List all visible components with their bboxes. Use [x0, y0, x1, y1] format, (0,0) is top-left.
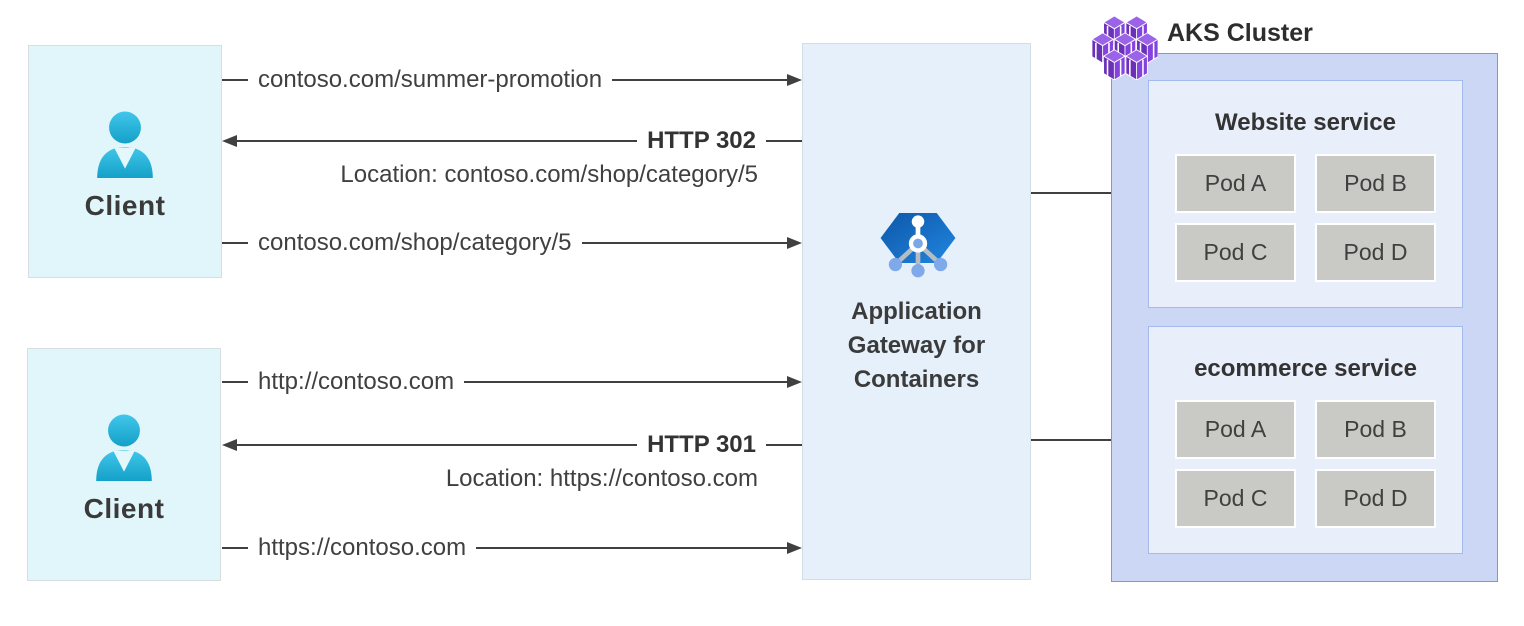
response-location-label: Location: https://contoso.com — [445, 465, 758, 492]
pod-grid: Pod A Pod B Pod C Pod D — [1149, 400, 1462, 528]
gateway-label-line: Gateway for — [847, 332, 986, 359]
response-status-label: HTTP 301 — [647, 431, 756, 458]
client-label: Client — [84, 190, 166, 221]
client-box-1: Client — [28, 45, 222, 278]
aks-cluster-icon — [1091, 15, 1159, 81]
pod: Pod D — [1315, 223, 1436, 282]
gateway-label-line: Containers — [853, 366, 980, 393]
pod: Pod B — [1315, 400, 1436, 459]
person-icon — [97, 111, 153, 178]
response-arrow-http-302: HTTP 302 — [222, 123, 802, 159]
arrow-shaft — [1031, 438, 1133, 442]
arrowhead-right-icon — [787, 74, 802, 86]
request-arrow-summer-promotion: contoso.com/summer-promotion — [222, 62, 802, 98]
client-box-2: Client — [27, 348, 221, 581]
gateway-label: Application Gateway for Containers — [803, 295, 1030, 397]
arrowhead-right-icon — [787, 237, 802, 249]
request-url-label: http://contoso.com — [258, 368, 455, 395]
line-stub — [222, 380, 248, 384]
website-service-box: Website service Pod A Pod B Pod C Pod D — [1148, 80, 1463, 308]
application-gateway-box: Application Gateway for Containers — [802, 43, 1031, 580]
pod: Pod C — [1175, 223, 1296, 282]
pod: Pod A — [1175, 400, 1296, 459]
request-url-label: https://contoso.com — [258, 534, 467, 561]
line-stub — [222, 546, 248, 550]
line-stub — [766, 443, 802, 447]
arrow-shaft — [237, 139, 638, 143]
arrow-shaft — [612, 78, 787, 82]
arrow-shaft — [237, 443, 638, 447]
pod: Pod A — [1175, 154, 1296, 213]
line-stub — [222, 78, 248, 82]
service-title: Website service — [1215, 109, 1396, 136]
pod: Pod B — [1315, 154, 1436, 213]
pod-grid: Pod A Pod B Pod C Pod D — [1149, 154, 1462, 282]
line-stub — [222, 241, 248, 245]
request-arrow-http-contoso: http://contoso.com — [222, 364, 802, 400]
arrow-shaft — [476, 546, 787, 550]
response-location-label: Location: contoso.com/shop/category/5 — [340, 161, 758, 188]
arrowhead-right-icon — [787, 376, 802, 388]
service-title: ecommerce service — [1194, 355, 1417, 382]
client-label: Client — [83, 493, 165, 524]
line-stub — [766, 139, 802, 143]
arrowhead-left-icon — [222, 135, 237, 147]
request-arrow-https-contoso: https://contoso.com — [222, 530, 802, 566]
response-status-label: HTTP 302 — [647, 127, 756, 154]
arrowhead-right-icon — [787, 542, 802, 554]
aks-cluster-box: Website service Pod A Pod B Pod C Pod D … — [1111, 53, 1498, 582]
request-arrow-shop-category: contoso.com/shop/category/5 — [222, 225, 802, 261]
application-gateway-for-containers-icon — [879, 209, 957, 281]
gateway-label-line: Application — [851, 298, 982, 325]
arrow-shaft — [581, 241, 787, 245]
arrow-shaft — [1031, 191, 1133, 195]
person-icon — [96, 414, 152, 481]
aks-cluster-title: AKS Cluster — [1167, 19, 1313, 47]
ecommerce-service-box: ecommerce service Pod A Pod B Pod C Pod … — [1148, 326, 1463, 554]
request-url-label: contoso.com/shop/category/5 — [258, 229, 572, 256]
pod: Pod C — [1175, 469, 1296, 528]
arrowhead-left-icon — [222, 439, 237, 451]
request-url-label: contoso.com/summer-promotion — [258, 66, 603, 93]
response-arrow-http-301: HTTP 301 — [222, 427, 802, 463]
pod: Pod D — [1315, 469, 1436, 528]
arrow-shaft — [464, 380, 787, 384]
